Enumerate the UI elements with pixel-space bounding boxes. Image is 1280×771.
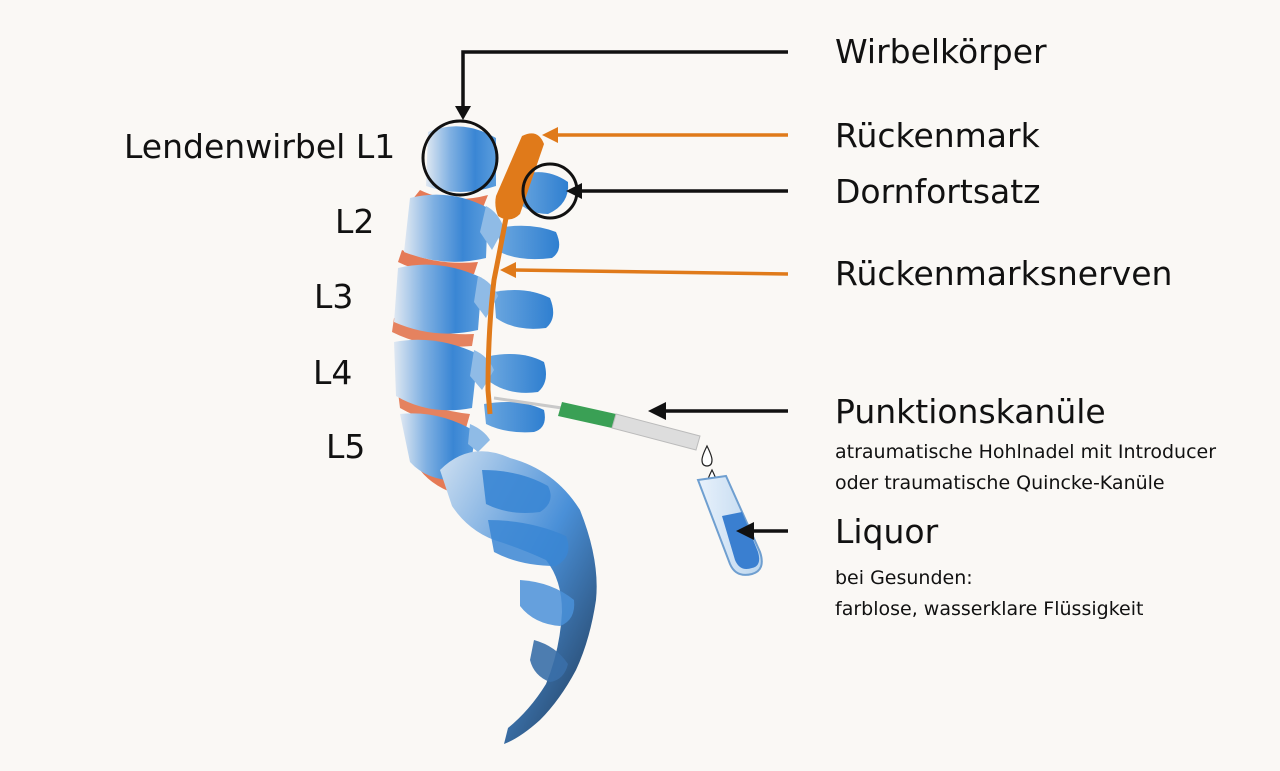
sacrum-coccyx [440,451,597,744]
label-dornfortsatz: Dornfortsatz [835,172,1041,211]
circle-wirbelkoerper [421,119,499,197]
spinous-process-l2 [498,225,560,260]
pointer-rueckenmarksnerven [513,268,789,276]
vertebra-l1-body [426,126,496,192]
vertebra-l3-body [394,264,482,334]
test-tube [696,474,763,576]
tube-liquor [722,512,760,569]
label-liquor-desc-1: bei Gesunden: [835,567,973,589]
label-rueckenmarksnerven: Rückenmarksnerven [835,254,1173,293]
label-l3: L3 [314,277,354,316]
arrowhead-dornfortsatz [566,183,582,199]
arrowhead-rueckenmark [542,127,558,143]
pointer-lines [455,50,789,540]
needle-shaft [493,396,563,410]
spinal-nerves [485,217,509,415]
label-l5: L5 [326,427,366,466]
spinous-process-l4 [490,354,546,393]
spinal-cord [485,133,544,415]
vertebra-l4-body [394,339,478,411]
label-l4: L4 [313,353,353,392]
label-l2: L2 [335,202,375,241]
pedicle-l2 [480,206,504,250]
pedicle-l5 [468,424,490,452]
needle-body [611,413,701,451]
spinous-process-l3 [494,290,554,329]
vertebra-l2-body [404,194,488,262]
label-rueckenmark: Rückenmark [835,116,1040,155]
pointer-wirbelkoerper [461,50,788,112]
label-punktionskanuele: Punktionskanüle [835,392,1106,431]
needle-hub-green [558,402,616,428]
label-lendenwirbel-l1: Lendenwirbel L1 [124,127,396,166]
label-wirbelkoerper: Wirbelkörper [835,32,1047,71]
label-punktionskanuele-desc-2: oder traumatische Quincke-Kanüle [835,472,1165,494]
label-punktionskanuele-desc-1: atraumatische Hohlnadel mit Introducer [835,441,1217,463]
arrowhead-punktionskanuele [648,402,666,420]
spinous-process-l5 [484,402,545,433]
arrowhead-rueckenmarksnerven [500,262,516,278]
label-liquor: Liquor [835,512,939,551]
lumbar-spine [392,126,597,744]
arrowhead-liquor [736,522,754,540]
spinal-cord-body [495,133,544,220]
arrowhead-wirbelkoerper [455,106,471,120]
liquor-drop-1 [701,444,713,467]
label-liquor-desc-2: farblose, wasserklare Flüssigkeit [835,598,1144,620]
